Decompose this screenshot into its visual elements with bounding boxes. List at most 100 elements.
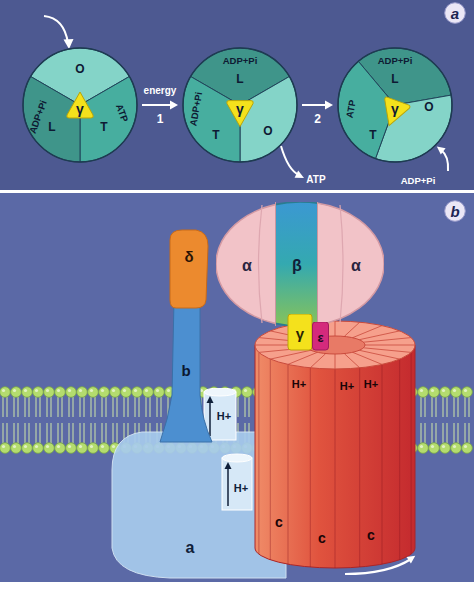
illustration-shape: [275, 202, 318, 326]
illustration-shape: [95, 397, 96, 417]
part-label: H+: [340, 381, 354, 392]
part-label: γ: [296, 326, 304, 341]
illustration-shape: [3, 397, 4, 417]
catalytic-site-disk: ADP+PiLATPTOγ: [337, 47, 453, 163]
illustration-shape: [142, 104, 171, 106]
illustration-shape: [407, 556, 416, 564]
illustration-shape: [377, 97, 411, 130]
illustration-shape: [364, 348, 412, 353]
illustration-shape: [99, 387, 110, 398]
illustration-shape: [227, 468, 229, 506]
illustration-shape: [7, 397, 8, 417]
illustration-shape: [40, 423, 41, 443]
illustration-shape: [44, 387, 55, 398]
part-label: b: [450, 204, 459, 219]
part-label: α: [242, 258, 252, 274]
gamma-subunit: γ: [286, 314, 314, 352]
illustration-shape: [14, 397, 15, 417]
illustration-shape: [429, 387, 440, 398]
illustration-shape: [25, 397, 26, 417]
illustration-shape: [418, 387, 429, 398]
illustration-shape: [154, 387, 165, 398]
illustration-shape: [420, 389, 423, 392]
illustration-shape: [22, 387, 33, 398]
illustration-shape: [338, 48, 452, 162]
illustration-shape: [335, 321, 336, 336]
illustration-shape: [421, 423, 422, 443]
illustration-shape: [465, 397, 466, 417]
illustration-shape: [24, 389, 27, 392]
arrow-head: [437, 147, 446, 155]
illustration-shape: [420, 445, 423, 448]
illustration-shape: [345, 559, 411, 574]
illustration-shape: [249, 397, 250, 417]
step-arrow: [302, 101, 333, 110]
illustration-shape: [11, 443, 22, 454]
alpha-subunit: α: [318, 202, 384, 326]
part-label: L: [391, 73, 398, 85]
illustration-shape: [33, 443, 44, 454]
epsilon-subunit: ε: [312, 322, 330, 352]
illustration-shape: [436, 397, 437, 417]
part-label: c: [367, 528, 375, 542]
illustration-shape: [2, 389, 5, 392]
illustration-shape: [99, 443, 110, 454]
illustration-shape: [80, 423, 81, 443]
illustration-shape: [359, 331, 399, 340]
panel-a-ground: [0, 0, 474, 190]
illustration-shape: [425, 423, 426, 443]
illustration-shape: [207, 396, 214, 403]
illustration-shape: [36, 397, 37, 417]
illustration-shape: [204, 392, 236, 440]
part-label: O: [424, 101, 433, 113]
illustration-shape: [112, 445, 115, 448]
illustration-shape: [288, 364, 289, 564]
illustration-shape: [443, 423, 444, 443]
part-label: ADP+Pi: [378, 56, 413, 66]
illustration-shape: [79, 445, 82, 448]
part-label: γ: [76, 102, 84, 116]
illustration-shape: [102, 423, 103, 443]
part-label: c: [275, 515, 283, 529]
illustration-shape: [102, 397, 103, 417]
product-label: ATP: [306, 175, 325, 185]
illustration-shape: [29, 423, 30, 443]
part-label: O: [263, 125, 272, 137]
illustration-shape: [79, 389, 82, 392]
illustration-shape: [66, 443, 77, 454]
illustration-shape: [80, 397, 81, 417]
part-label: β: [292, 258, 302, 274]
illustration-shape: [67, 92, 94, 118]
illustration-shape: [183, 48, 297, 162]
part-label: a: [186, 540, 195, 556]
illustration-shape: [445, 201, 466, 222]
illustration-shape: [458, 423, 459, 443]
illustration-shape: [33, 387, 44, 398]
illustration-shape: [310, 368, 311, 567]
illustration-shape: [62, 397, 63, 417]
illustration-shape: [132, 387, 143, 398]
illustration-shape: [465, 423, 466, 443]
illustration-shape: [462, 443, 473, 454]
illustration-shape: [88, 443, 99, 454]
illustration-shape: [77, 443, 88, 454]
illustration-shape: [161, 397, 162, 417]
illustration-shape: [447, 423, 448, 443]
illustration-shape: [58, 423, 59, 443]
illustration-shape: [18, 397, 19, 417]
panel-b-ground: [0, 193, 474, 582]
illustration-shape: [365, 345, 415, 346]
illustration-shape: [95, 423, 96, 443]
illustration-shape: [91, 397, 92, 417]
illustration-shape: [117, 423, 118, 443]
illustration-shape: [25, 423, 26, 443]
illustration-shape: [310, 354, 325, 368]
illustration-shape: [69, 397, 70, 417]
illustration-shape: [440, 443, 451, 454]
illustration-shape: [143, 387, 154, 398]
part-label: ε: [317, 331, 323, 344]
illustration-shape: [46, 445, 49, 448]
illustration-shape: [77, 387, 88, 398]
illustration-shape: [3, 423, 4, 443]
illustration-shape: [170, 230, 208, 308]
